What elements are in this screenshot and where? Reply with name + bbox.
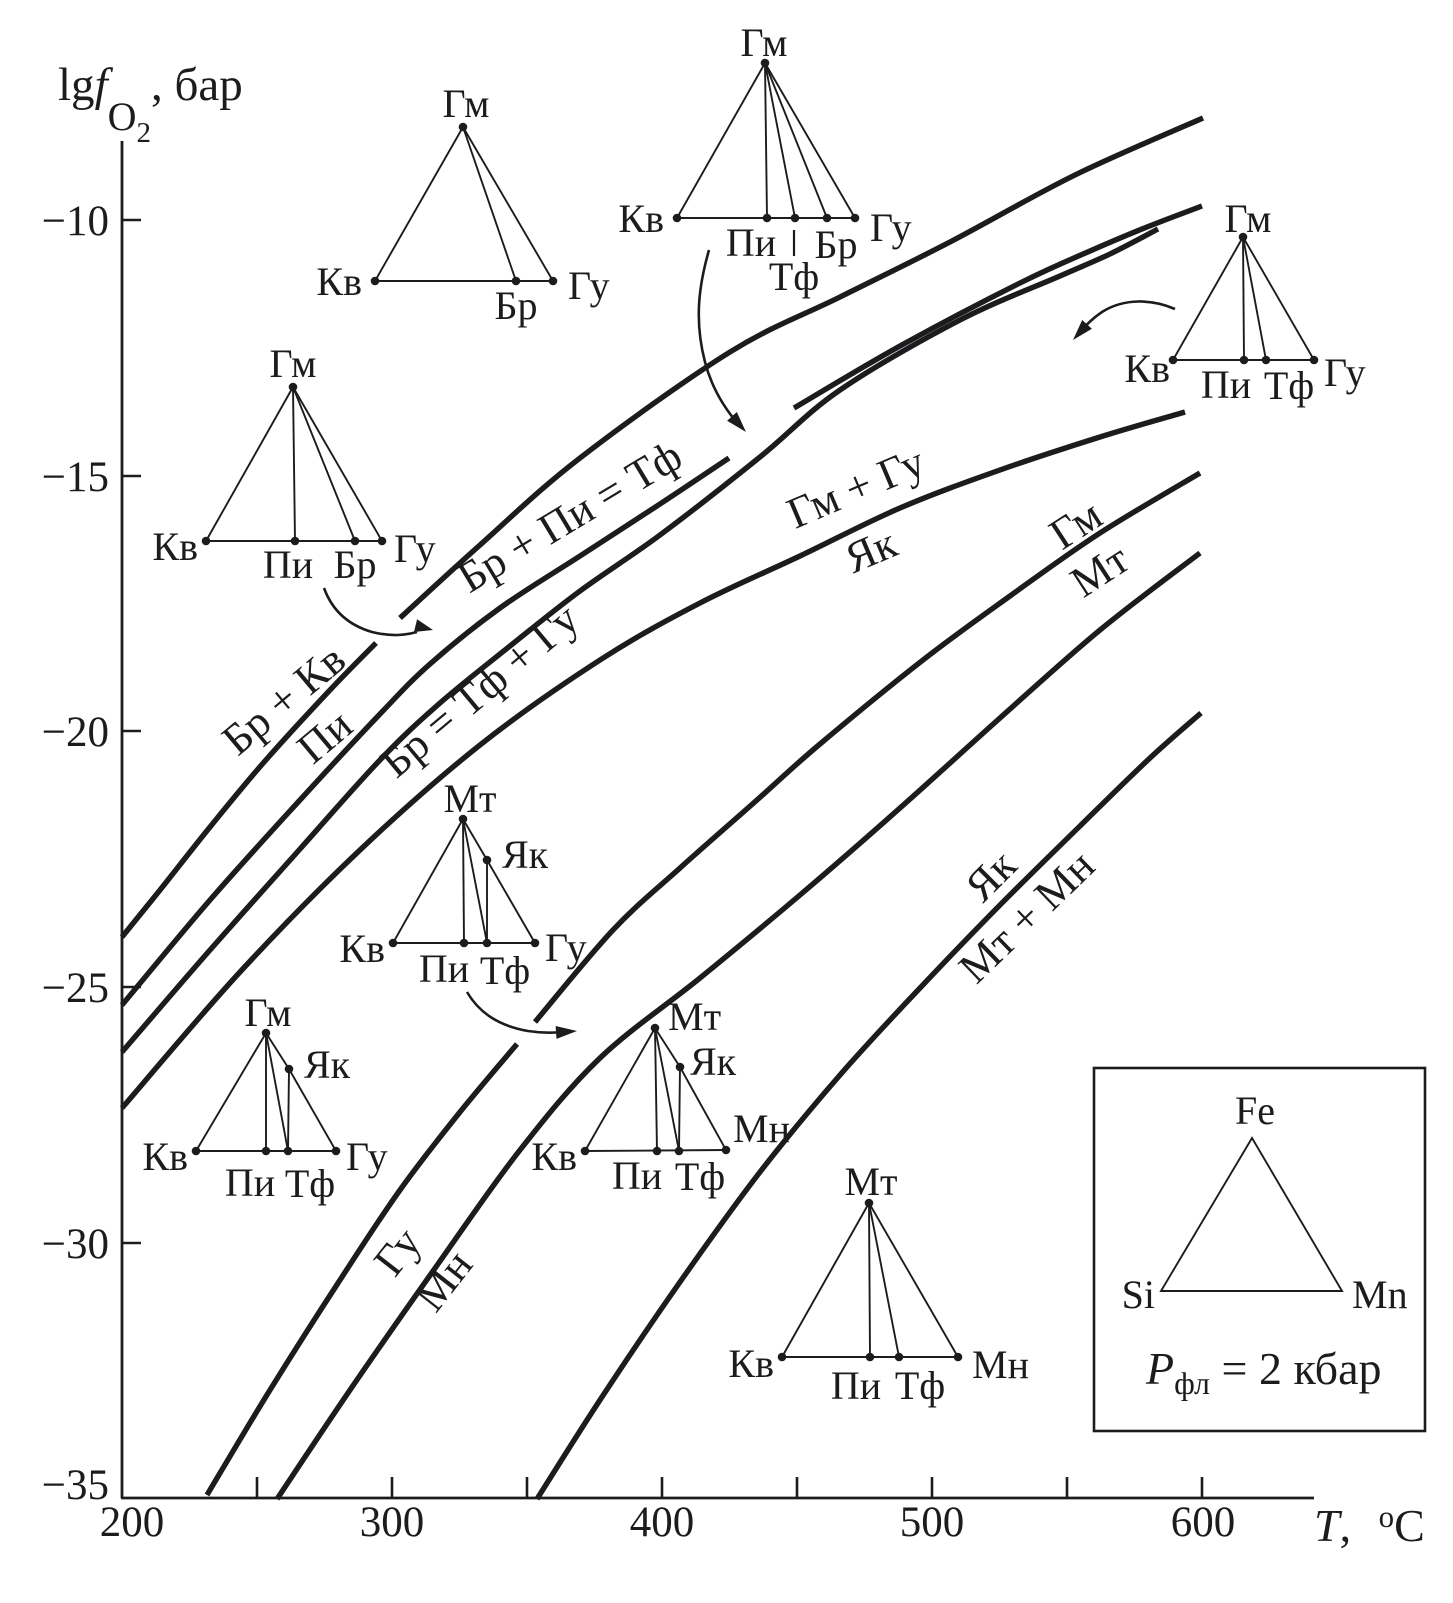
svg-text:Гм: Гм [270,341,317,386]
svg-text:−35: −35 [42,1462,109,1509]
svg-text:400: 400 [630,1499,695,1546]
svg-text:Мн: Мн [972,1342,1029,1387]
svg-text:Пи: Пи [612,1153,662,1198]
svg-text:Кв: Кв [152,524,198,569]
svg-text:Тф: Тф [1264,363,1314,408]
svg-text:300: 300 [360,1499,425,1546]
svg-text:Гу: Гу [346,1134,388,1179]
svg-text:Гм: Гм [443,81,490,126]
svg-text:Пи: Пи [1201,362,1251,407]
svg-text:Тф: Тф [675,1154,725,1199]
svg-text:Кв: Кв [339,926,385,971]
svg-text:Мт: Мт [844,1159,897,1204]
svg-text:Пи: Пи [263,542,313,587]
svg-text:Як: Як [502,832,549,877]
svg-text:Бр: Бр [815,222,858,267]
svg-text:Тф: Тф [480,948,530,993]
svg-text:Кв: Кв [1124,346,1170,391]
svg-text:−25: −25 [42,965,109,1012]
svg-text:Гм: Гм [741,20,788,65]
svg-text:Гу: Гу [870,205,912,250]
svg-text:Кв: Кв [316,259,362,304]
svg-text:Кв: Кв [531,1134,577,1179]
svg-text:−10: −10 [42,198,109,245]
svg-text:Як: Як [304,1042,351,1087]
svg-text:Гу: Гу [1324,350,1366,395]
svg-text:Гу: Гу [394,526,436,571]
svg-text:500: 500 [900,1499,965,1546]
svg-text:200: 200 [100,1499,165,1546]
svg-text:Мт: Мт [443,776,496,821]
svg-text:Pфл = 2 кбар: Pфл = 2 кбар [1145,1343,1381,1401]
svg-text:−20: −20 [42,709,109,756]
svg-text:Мн: Мн [733,1106,790,1151]
svg-text:−15: −15 [42,454,109,501]
svg-text:Тф: Тф [769,254,819,299]
svg-text:Кв: Кв [618,196,664,241]
svg-text:Гм: Гм [1225,196,1272,241]
svg-text:Мт: Мт [668,994,721,1039]
svg-text:Кв: Кв [728,1341,774,1386]
svg-text:Гу: Гу [545,925,587,970]
svg-text:Mn: Mn [1352,1272,1408,1317]
svg-text:Як: Як [690,1039,737,1084]
svg-text:Тф: Тф [285,1161,335,1206]
svg-text:Fe: Fe [1235,1088,1275,1133]
svg-text:Гм: Гм [245,990,292,1035]
svg-text:600: 600 [1171,1499,1236,1546]
svg-text:Si: Si [1122,1272,1155,1317]
svg-text:Бр: Бр [334,542,377,587]
svg-text:Пи: Пи [225,1160,275,1205]
svg-text:Бр: Бр [495,283,538,328]
svg-text:Тф: Тф [895,1363,945,1408]
svg-text:Пи: Пи [726,220,776,265]
svg-text:Гу: Гу [568,263,610,308]
svg-text:−30: −30 [42,1221,109,1268]
svg-text:Пи: Пи [831,1363,881,1408]
svg-text:Кв: Кв [142,1134,188,1179]
svg-text:Пи: Пи [419,946,469,991]
